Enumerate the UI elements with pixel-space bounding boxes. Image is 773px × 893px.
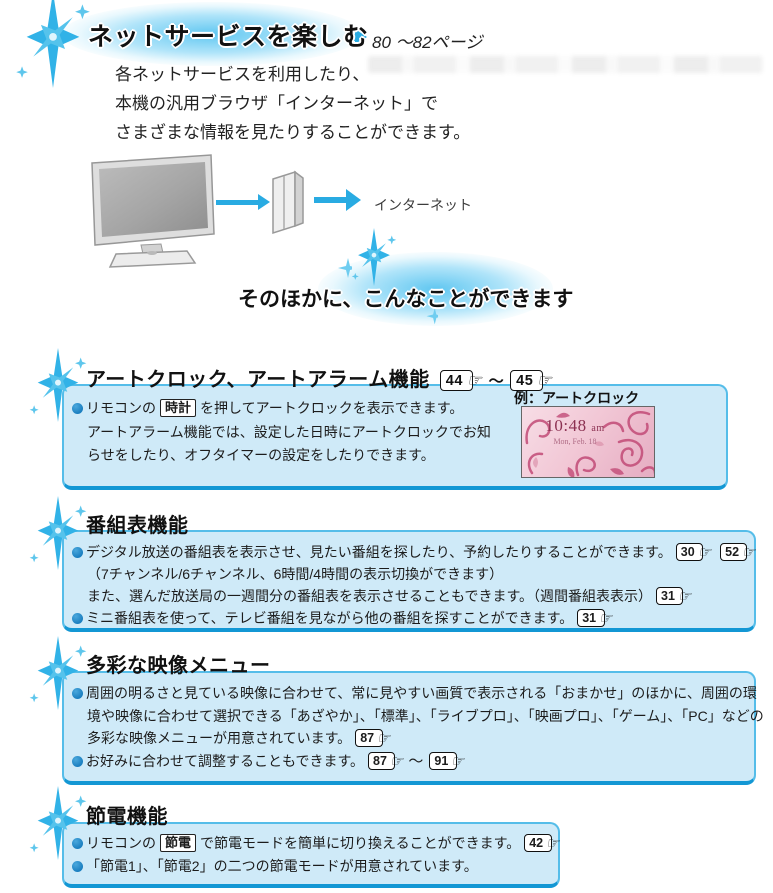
tilde-text: 〜 [488, 373, 505, 390]
heading-glow [62, 2, 362, 66]
sparkle-icon [351, 228, 397, 286]
bullet-icon [72, 755, 83, 767]
sparkle-icon [29, 786, 87, 860]
page-ref-badge: 42☞ [524, 834, 562, 852]
body-line: らせをしたり、オフタイマーの設定をしたりできます。 [87, 447, 435, 463]
body-line: ミニ番組表を使って、テレビ番組を見ながら他の番組を探すことができます。31☞ [72, 607, 760, 629]
art-clock-example-image: 10:48 am Mon, Feb. 18 [521, 406, 655, 478]
pointing-hand-icon: ☞ [376, 730, 394, 747]
section-epg-box [62, 530, 756, 632]
subhead-title: そのほかに、こんなことができます [238, 288, 574, 311]
internet-arrow-icon [314, 189, 361, 211]
page-ref-badge: 44☞ [439, 370, 486, 391]
clock-swirl-decoration [525, 411, 654, 477]
section-powersave-title: 節電機能 [86, 806, 168, 828]
intro-paragraph: 各ネットサービスを利用したり、 本機の汎用ブラウザ「インターネット」で さまざま… [115, 60, 470, 147]
bullet-icon [72, 613, 83, 624]
pointing-hand-icon: ☞ [677, 588, 695, 605]
pointing-hand-icon: ☞ [465, 371, 486, 390]
intro-line: 本機の汎用ブラウザ「インターネット」で [115, 94, 438, 113]
body-line: 境や映像に合わせて選択できる「あざやか」、「標準」、「ライブプロ」、「映画プロ」… [87, 707, 764, 724]
page-title: ネットサービスを楽しむ [88, 23, 369, 51]
pointing-hand-icon: ☞ [389, 752, 407, 770]
section-artclock-body: リモコンの時計を押してアートクロックを表示できます。 アートアラーム機能では、設… [72, 397, 491, 468]
page-ref-badge: 31☞ [656, 587, 694, 605]
pointing-hand-icon: ☞ [450, 752, 468, 770]
page-ref-badge: 87☞ [355, 729, 393, 747]
body-line: また、選んだ放送局の一週間分の番組表を表示させることもできます。（週間番組表表示… [87, 587, 695, 605]
clock-date: Mon, Feb. 18 [553, 437, 597, 446]
body-line: （7チャンネル/6チャンネル、6時間/4時間の表示切換ができます） [87, 566, 504, 582]
sparkle-icon [29, 496, 87, 570]
body-line: アートアラーム機能では、設定した日時にアートクロックでお知 [87, 423, 491, 440]
mini-sparkle-icon [338, 258, 352, 278]
remote-button-powersave: 節電 [160, 834, 197, 852]
bullet-icon [72, 861, 83, 872]
sparkle-icon [16, 0, 90, 88]
bullet-icon [72, 838, 83, 849]
internet-label: インターネット [374, 197, 472, 213]
page-ref-badge: 31☞ [577, 609, 615, 627]
body-line: リモコンの節電で節電モードを簡単に切り換えることができます。42☞ [72, 832, 565, 855]
router-illustration [272, 170, 304, 235]
bullet-icon [72, 403, 83, 414]
tilde-text: 〜 [408, 752, 424, 770]
bullet-icon [72, 688, 83, 699]
pointing-hand-icon: ☞ [696, 544, 714, 561]
remote-button-clock: 時計 [160, 399, 197, 417]
right-arrow-icon [345, 29, 367, 45]
pointing-hand-icon: ☞ [536, 371, 557, 390]
section-epg-body: デジタル放送の番組表を表示させ、見たい番組を探したり、予約したりすることができま… [72, 541, 760, 629]
pointing-hand-icon: ☞ [598, 610, 616, 627]
bullet-icon [72, 547, 83, 558]
clock-time: 10:48 am [545, 416, 605, 435]
section-epg-title: 番組表機能 [86, 515, 189, 537]
page-ref-badge: 45☞ [510, 370, 556, 391]
sparkle-icon [29, 636, 87, 710]
body-line: お好みに合わせて調整することもできます。87☞〜91☞ [72, 750, 764, 774]
page-showthrough [368, 56, 763, 73]
body-line: 周囲の明るさと見ている映像に合わせて、常に見やすい画質で表示される「おまかせ」の… [72, 682, 764, 705]
example-label: 例：アートクロック [514, 390, 640, 406]
intro-line: さまざまな情報を見たりすることができます。 [115, 123, 471, 142]
sparkle-icon [29, 348, 87, 422]
section-picture-box [62, 671, 756, 785]
page-range: 80 〜82ページ [372, 33, 483, 52]
body-line: 多彩な映像メニューが用意されています。87☞ [87, 729, 394, 747]
body-line: 「節電1」、「節電2」の二つの節電モードが用意されています。 [72, 855, 565, 878]
section-picture-body: 周囲の明るさと見ている映像に合わせて、常に見やすい画質で表示される「おまかせ」の… [72, 682, 764, 773]
connection-arrow-icon [216, 194, 270, 210]
intro-line: 各ネットサービスを利用したり、 [115, 65, 370, 84]
body-line: デジタル放送の番組表を表示させ、見たい番組を探したり、予約したりすることができま… [72, 541, 760, 563]
section-powersave-box [62, 822, 560, 888]
page-ref-badge: 30☞ [675, 543, 714, 561]
page-ref-badge: 52☞ [720, 543, 758, 561]
page-ref-badge: 87☞ [368, 751, 406, 770]
page-ref-badge: 91☞ [429, 751, 468, 770]
pointing-hand-icon: ☞ [545, 835, 563, 852]
body-line: リモコンの時計を押してアートクロックを表示できます。 [72, 397, 491, 421]
pointing-hand-icon: ☞ [741, 544, 759, 561]
section-title-text: アートクロック、アートアラーム機能 [86, 369, 430, 391]
section-powersave-body: リモコンの節電で節電モードを簡単に切り換えることができます。42☞ 「節電1」、… [72, 832, 565, 878]
section-picture-title: 多彩な映像メニュー [86, 655, 271, 677]
section-artclock-title: アートクロック、アートアラーム機能 44☞〜 45☞ [86, 363, 559, 392]
tv-illustration [91, 154, 215, 268]
